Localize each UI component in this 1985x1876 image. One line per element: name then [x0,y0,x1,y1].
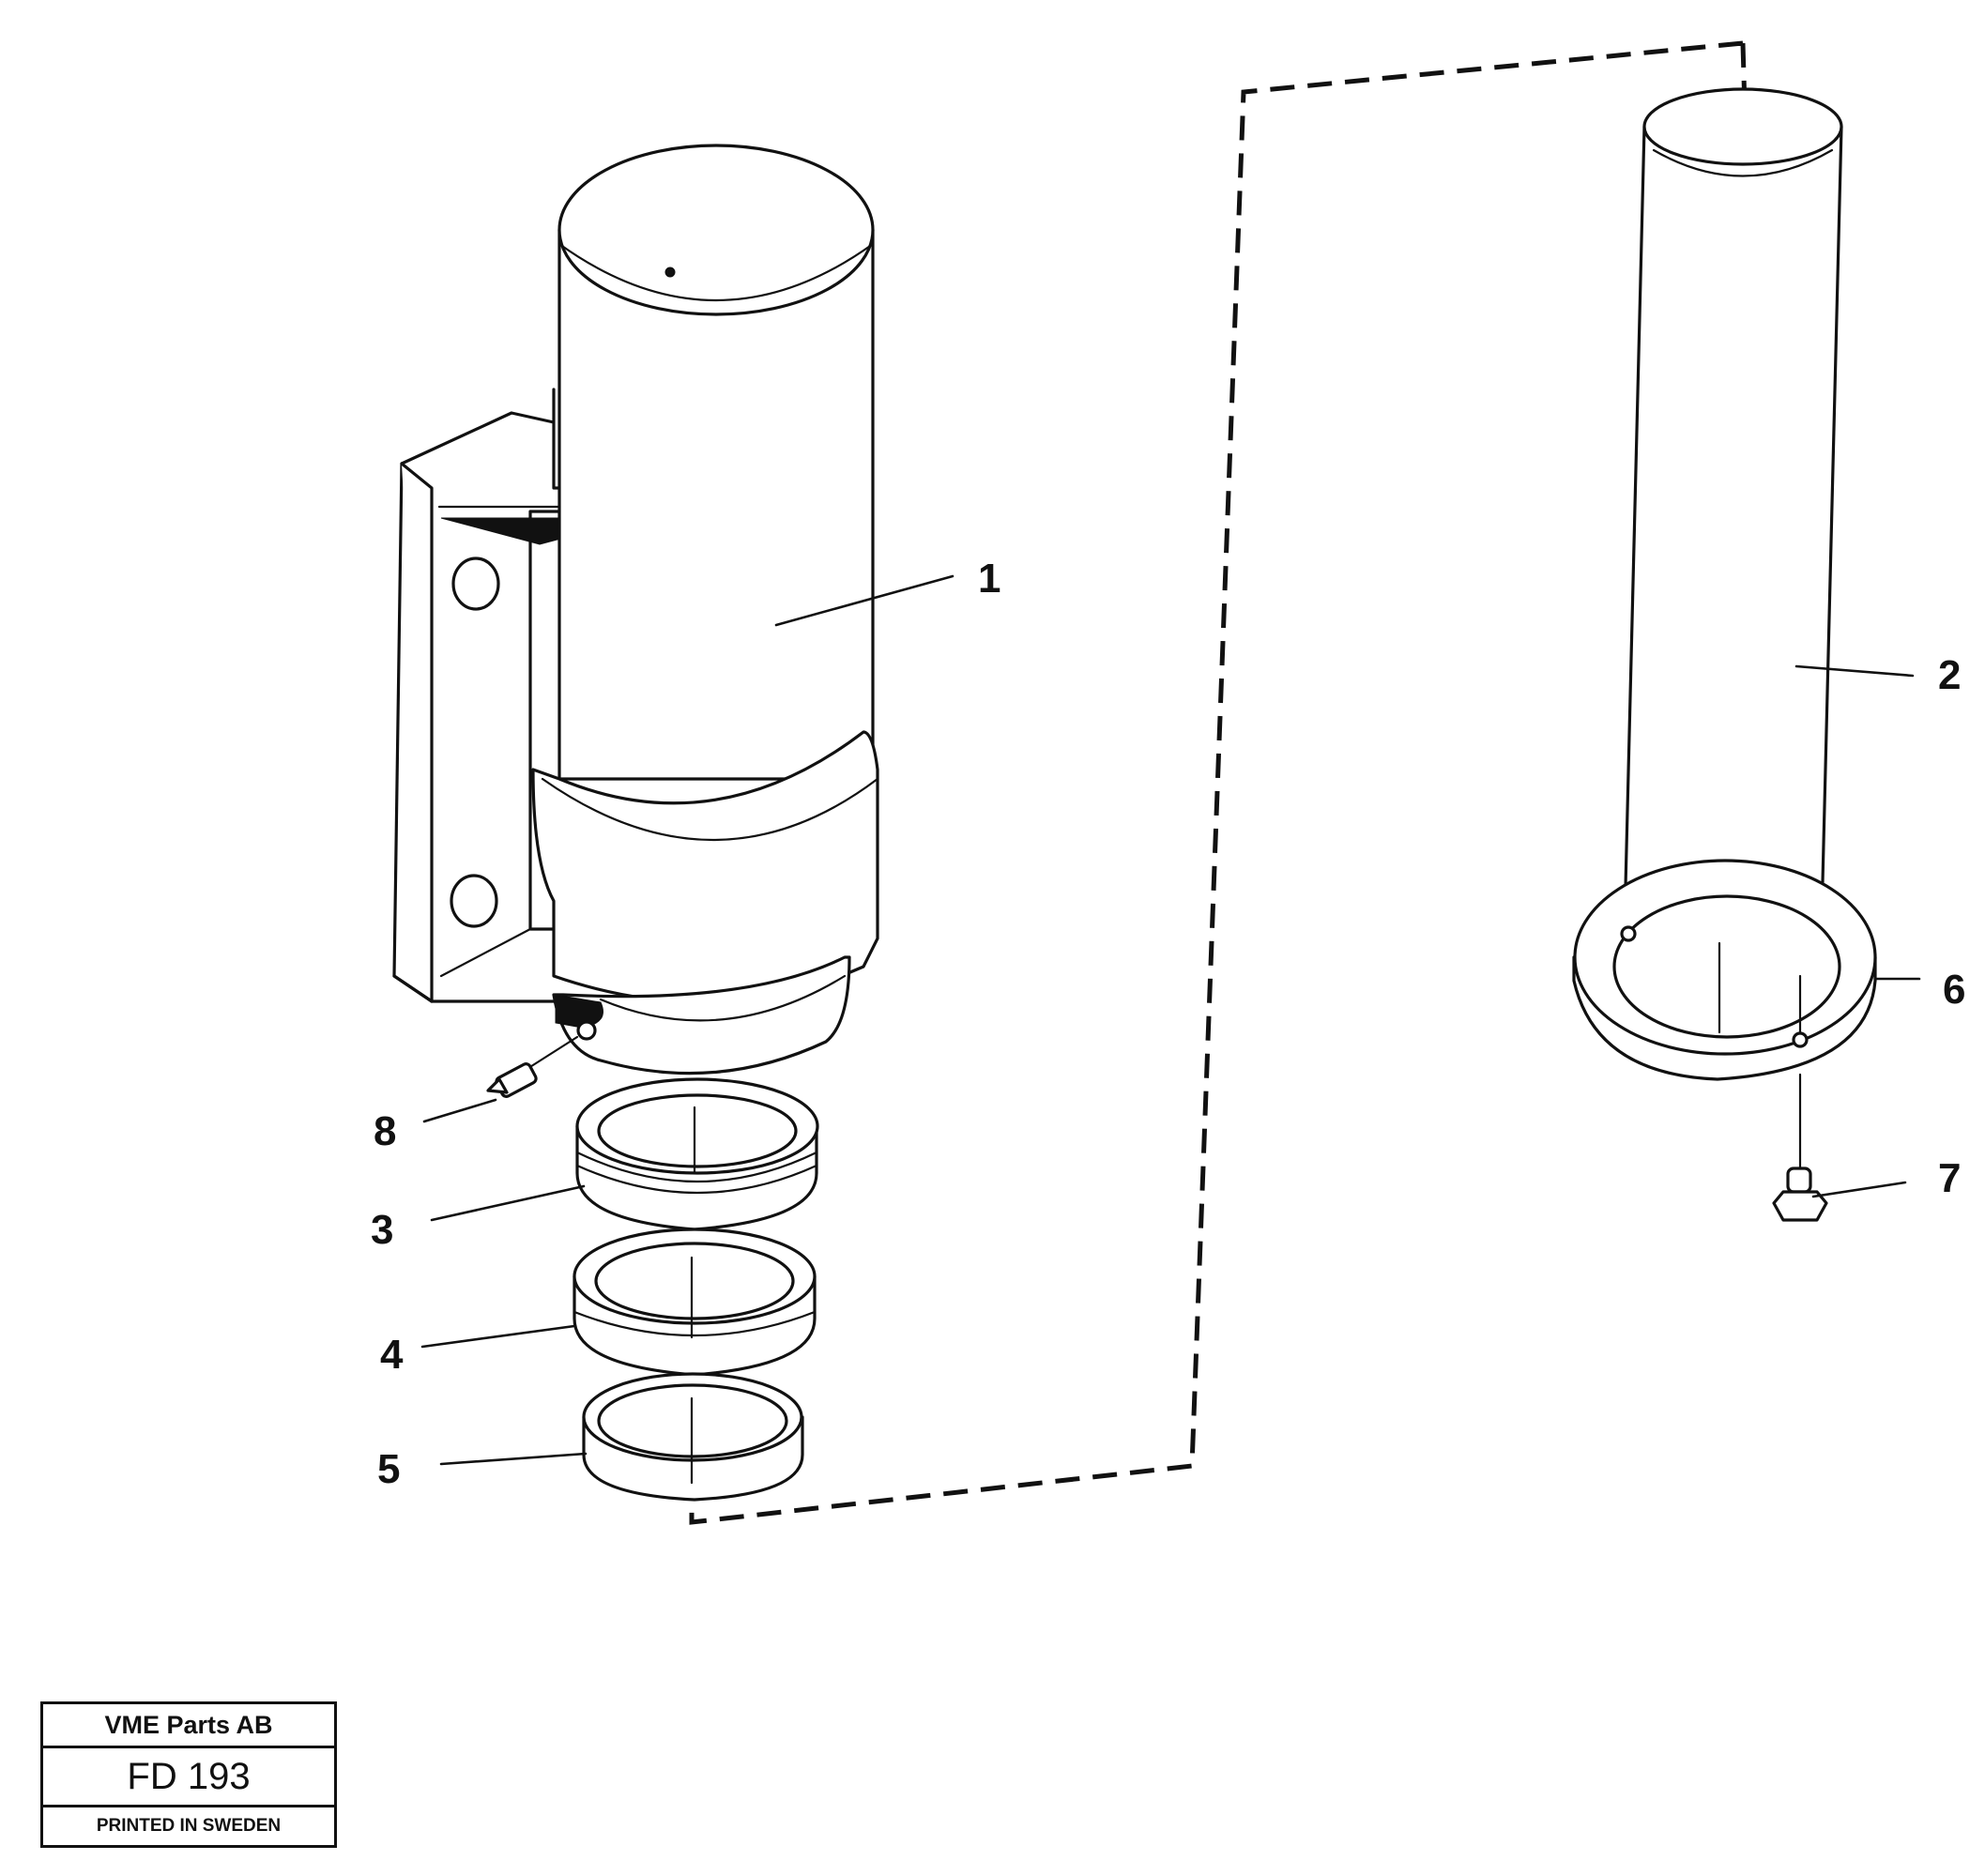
callout-7: 7 [1938,1155,1961,1201]
company-name: VME Parts AB [43,1704,334,1748]
leader-2 [1794,664,1915,678]
leader-5 [439,1452,588,1466]
part-4-bushing [573,1228,817,1377]
callout-4: 4 [380,1332,404,1378]
drawing-code: FD 193 [43,1748,334,1807]
part-7-bolt [1772,1167,1828,1222]
part-2-pin [1624,87,1843,913]
part-3-seal-ring [575,1077,819,1231]
part-5-ring [582,1372,804,1502]
part-8-grease-nipple [486,1035,579,1098]
leader-7 [1811,1181,1907,1198]
callout-2: 2 [1938,652,1961,698]
leader-4 [420,1324,576,1349]
part-1-housing [392,144,879,1075]
callout-3: 3 [371,1207,393,1253]
title-block: VME Parts AB FD 193 PRINTED IN SWEDEN [40,1701,337,1848]
leader-3 [430,1184,586,1222]
part-6-plate [1572,859,1877,1175]
printed-note: PRINTED IN SWEDEN [96,1816,282,1836]
callout-6: 6 [1943,967,1965,1013]
callout-1: 1 [978,556,1000,602]
callout-8: 8 [374,1108,396,1154]
leader-1 [774,574,954,627]
callout-5: 5 [377,1446,400,1492]
leader-8 [422,1098,497,1123]
